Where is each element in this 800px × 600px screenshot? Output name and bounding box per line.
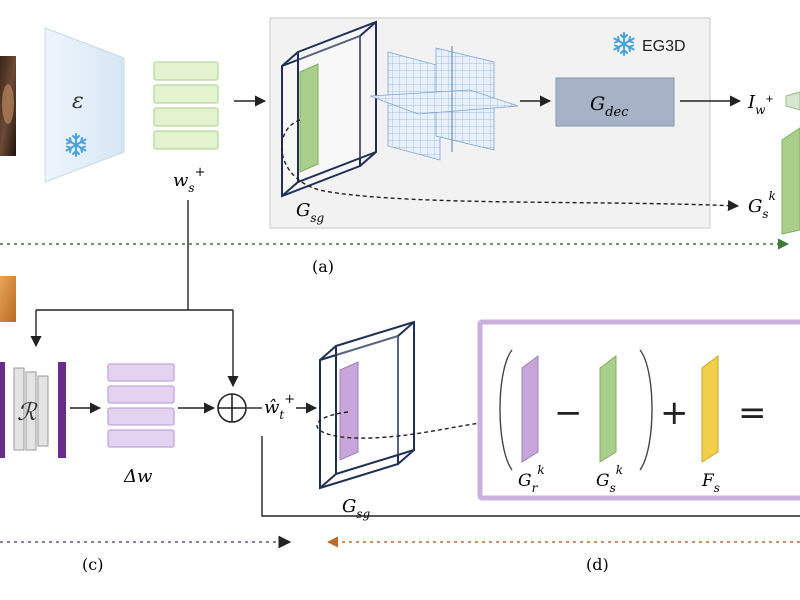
- right-parenthesis: [639, 349, 653, 471]
- left-parenthesis: [499, 349, 513, 471]
- upper-generator-label: Gsg: [296, 200, 325, 225]
- refined-feature-plane: [521, 355, 539, 463]
- plus-operator: +: [660, 393, 689, 433]
- refiner-symbol: ℛ: [17, 398, 38, 426]
- lower-purple-plane: [339, 361, 359, 461]
- encoder-block: [44, 27, 125, 183]
- decoder-label: Gdec: [590, 93, 629, 120]
- source-feature-plane: [599, 355, 617, 463]
- feedback-loop: [261, 436, 800, 517]
- decoder-block: [555, 77, 675, 127]
- latent-label: ws+: [173, 165, 206, 195]
- feature-green-plane: [781, 127, 800, 235]
- sum-operator: [217, 393, 247, 423]
- term3-label: Fs: [701, 471, 720, 495]
- target-photo: [0, 276, 16, 322]
- eg3d-title: EG3D: [642, 38, 686, 55]
- target-latent-label: ŵt+: [264, 392, 295, 422]
- encoder-symbol: ε: [72, 89, 84, 114]
- image-output-thumb: [785, 91, 800, 111]
- equation-panel: [477, 319, 800, 501]
- delta-stack: [107, 363, 175, 448]
- feature-output-label: Gsk: [748, 189, 776, 221]
- lower-generator-label: Gsg: [342, 496, 371, 521]
- delta-label: Δw: [123, 466, 153, 487]
- minus-operator: −: [554, 393, 583, 433]
- term2-label: Gsk: [596, 463, 623, 495]
- term1-label: Grk: [518, 463, 545, 495]
- triplane: [369, 46, 519, 161]
- equals-operator: =: [738, 393, 767, 433]
- refined-feature-curve: [316, 411, 521, 439]
- feature-extraction-curve: [281, 119, 740, 212]
- input-photo-face: [2, 84, 14, 124]
- image-output-label: Iw+: [747, 92, 774, 117]
- lower-3d-box: [319, 320, 415, 490]
- refiner-network: [0, 362, 66, 458]
- caption-c: (c): [82, 555, 103, 574]
- caption-a: (a): [312, 257, 334, 276]
- skip-connection: [36, 200, 233, 311]
- caption-d: (d): [586, 555, 609, 574]
- latent-stack: [153, 61, 219, 150]
- upper-green-plane: [299, 63, 319, 173]
- style-feature-plane: [701, 355, 719, 463]
